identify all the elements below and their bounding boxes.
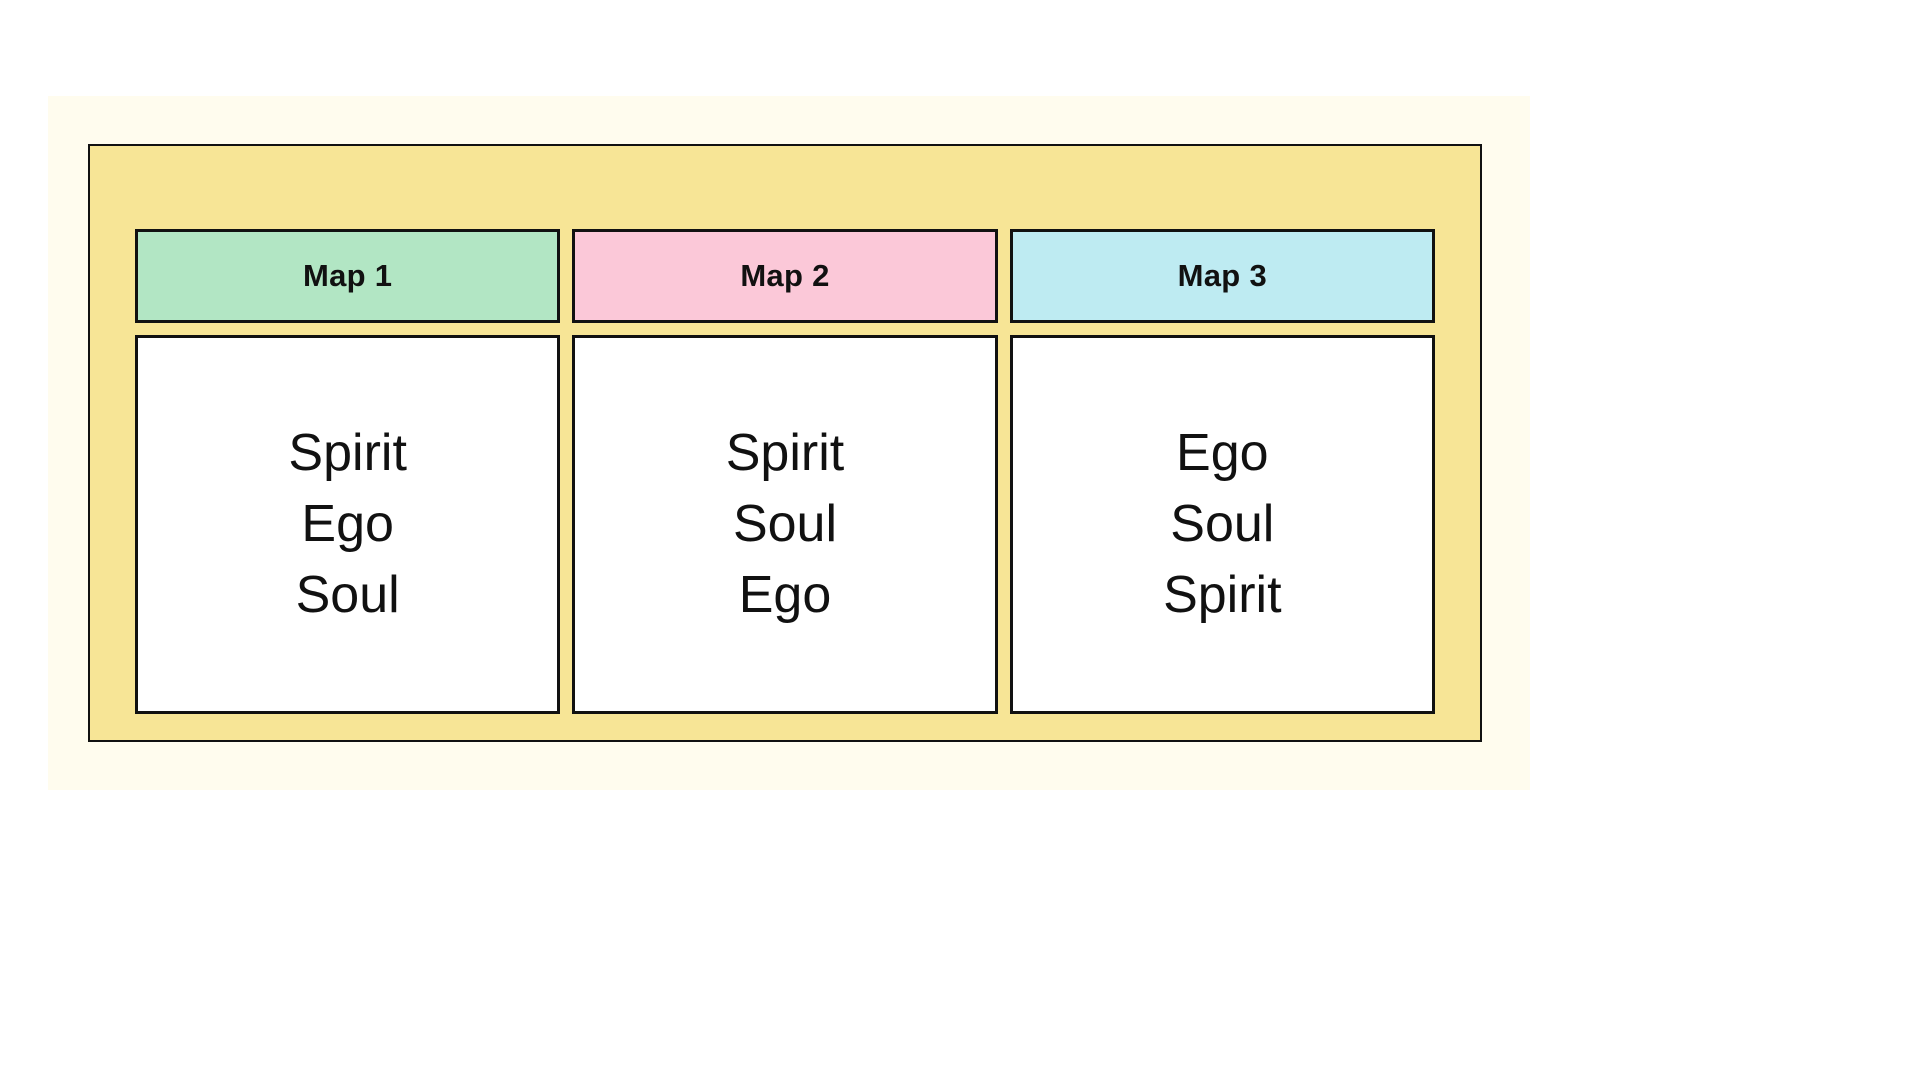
map-header-1[interactable]: Map 1 xyxy=(135,229,561,323)
map-item: Ego xyxy=(1176,423,1269,482)
maps-grid: Map 1 Spirit Ego Soul Map 2 Spirit Soul … xyxy=(135,229,1435,714)
map-item: Soul xyxy=(295,566,400,625)
map-item: Spirit xyxy=(725,423,845,482)
map-column-3[interactable]: Map 3 Ego Soul Spirit xyxy=(1009,229,1435,714)
map-item: Ego xyxy=(738,566,832,625)
map-item: Spirit xyxy=(288,423,407,482)
map-header-3[interactable]: Map 3 xyxy=(1009,229,1435,323)
map-item: Soul xyxy=(732,494,838,553)
map-column-1[interactable]: Map 1 Spirit Ego Soul xyxy=(135,229,561,714)
map-column-2[interactable]: Map 2 Spirit Soul Ego xyxy=(572,229,998,714)
map-body-1: Spirit Ego Soul xyxy=(135,335,561,714)
map-item: Soul xyxy=(1170,494,1275,553)
map-body-2: Spirit Soul Ego xyxy=(572,335,998,714)
map-body-3: Ego Soul Spirit xyxy=(1009,335,1435,714)
map-item: Spirit xyxy=(1163,566,1282,625)
map-header-2[interactable]: Map 2 xyxy=(572,229,998,323)
diagram-frame: Map 1 Spirit Ego Soul Map 2 Spirit Soul … xyxy=(88,144,1482,742)
map-item: Ego xyxy=(301,494,394,553)
